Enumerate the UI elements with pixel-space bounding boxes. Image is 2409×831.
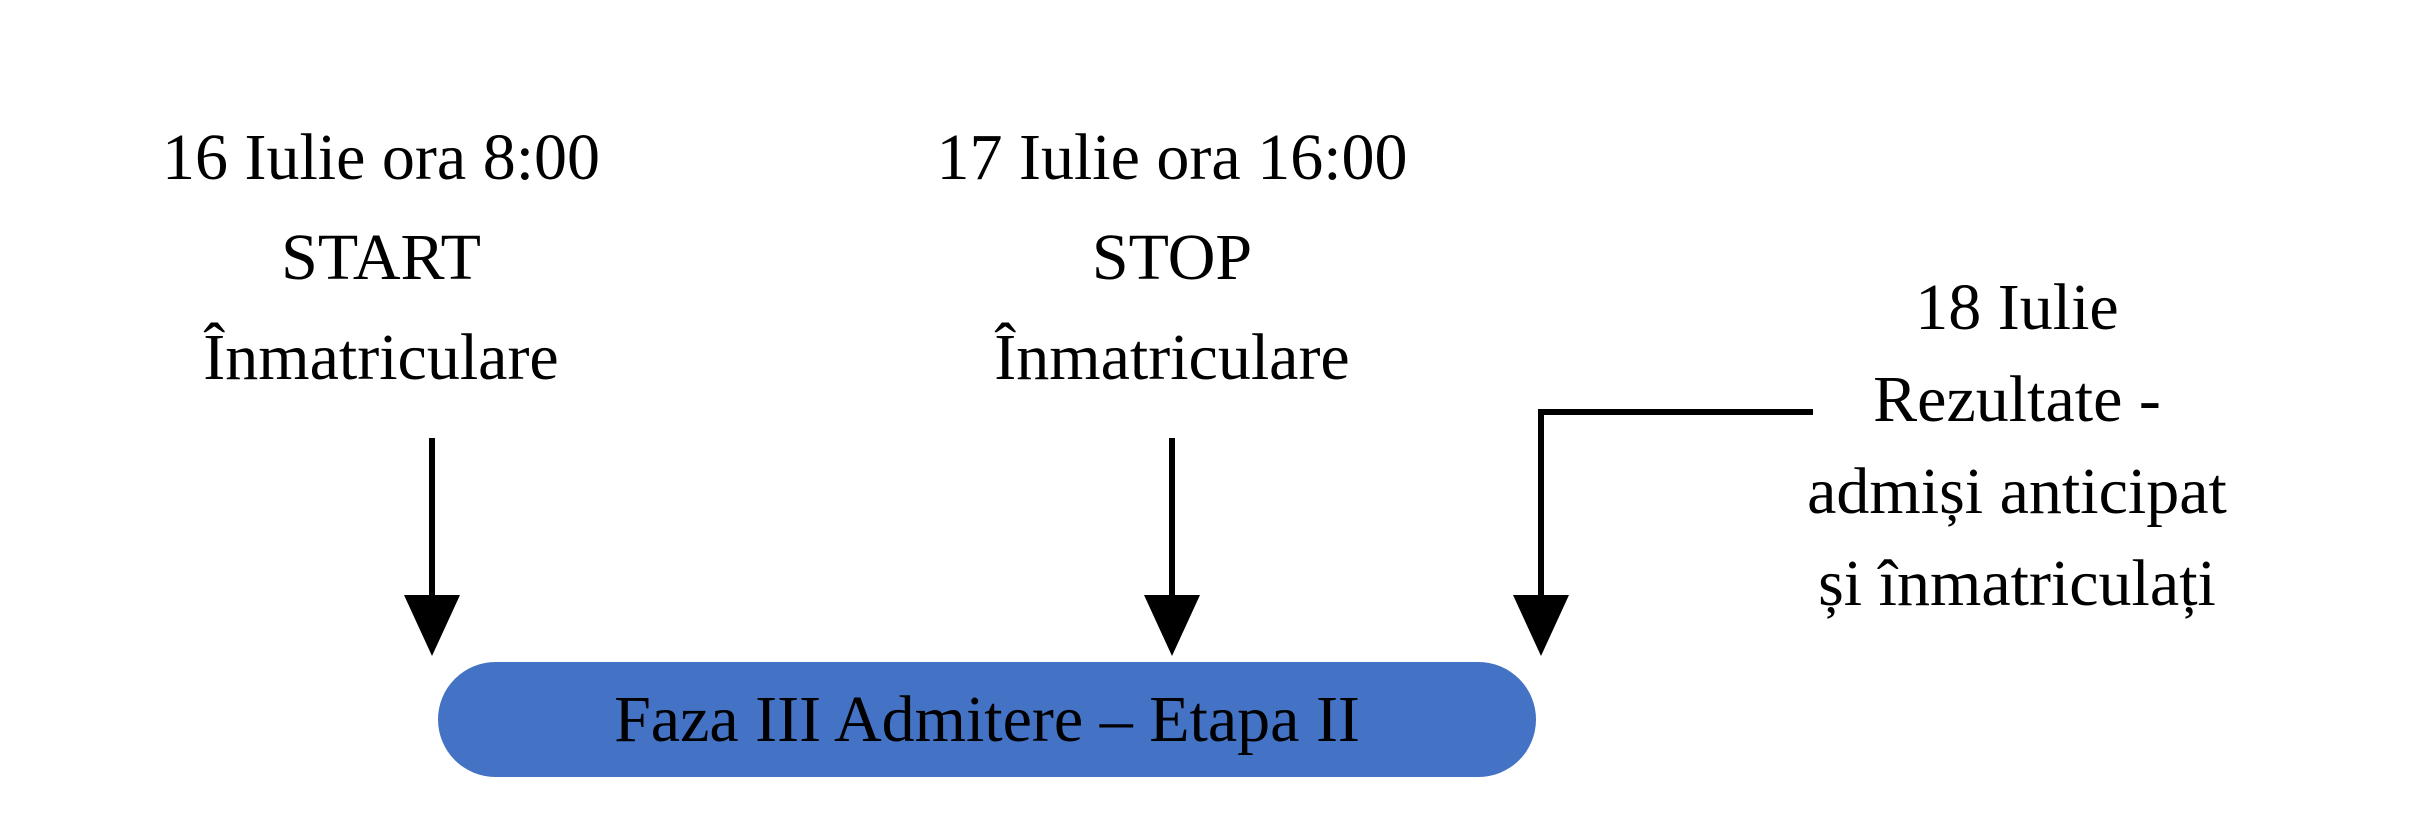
event-results-label: 18 Iulie Rezultate - admiși anticipat și…	[1807, 262, 2227, 630]
phase-bar: Faza III Admitere – Etapa II	[438, 662, 1536, 777]
event-stop-date: 17 Iulie ora 16:00	[936, 121, 1408, 194]
event-start-date: 16 Iulie ora 8:00	[161, 121, 601, 194]
event-start-title: START	[281, 221, 481, 294]
arrow-stop	[1144, 438, 1200, 656]
event-results-title: Rezultate -	[1873, 363, 2161, 436]
arrow-start	[404, 438, 460, 656]
event-results-desc-1: admiși anticipat	[1807, 455, 2227, 528]
event-stop-title: STOP	[1091, 221, 1253, 294]
phase-label: Faza III Admitere – Etapa II	[614, 682, 1360, 756]
event-start-desc: Înmatriculare	[203, 321, 559, 394]
event-results-desc-2: și înmatriculați	[1818, 547, 2216, 620]
event-stop-desc: Înmatriculare	[994, 321, 1350, 394]
event-start-label: 16 Iulie ora 8:00 START Înmatriculare	[162, 108, 600, 408]
event-results-date: 18 Iulie	[1915, 271, 2119, 344]
event-stop-label: 17 Iulie ora 16:00 STOP Înmatriculare	[936, 108, 1407, 408]
arrow-results	[1513, 409, 1813, 656]
